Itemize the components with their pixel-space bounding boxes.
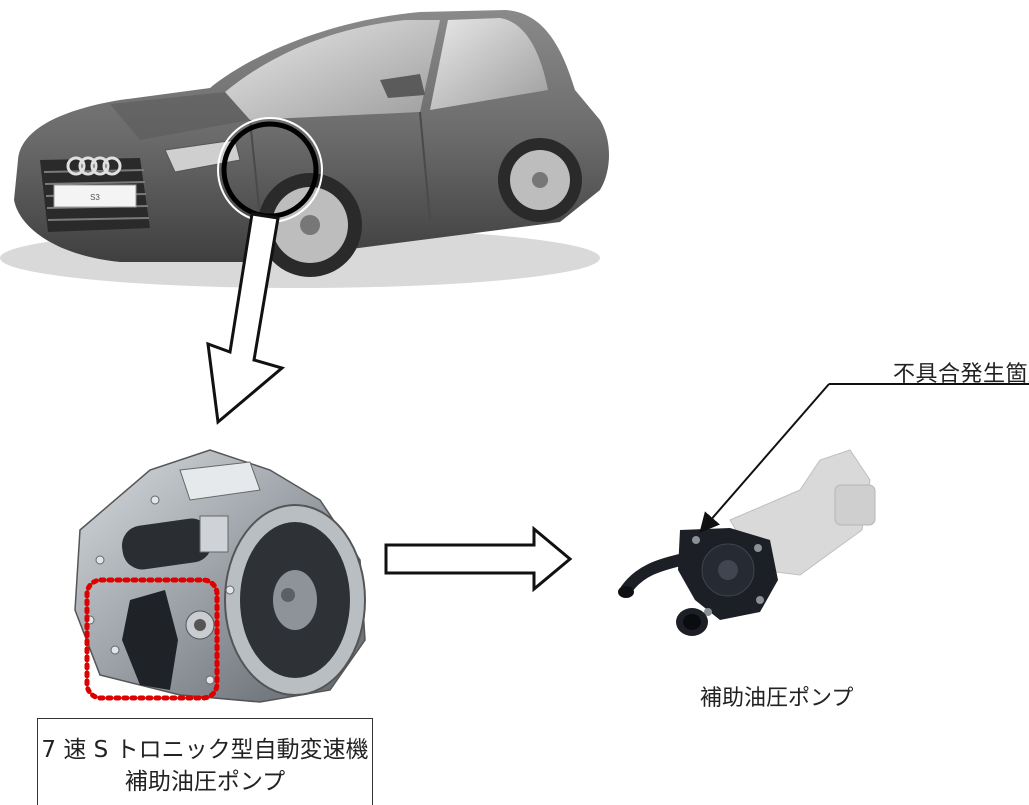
defect-location-label: 不具合発生箇所: [893, 362, 1029, 387]
right-arrow: [384, 525, 573, 593]
caption-line-2: 補助油圧ポンプ: [124, 769, 286, 795]
license-plate: S3: [90, 193, 100, 202]
pump-label: 補助油圧ポンプ: [700, 686, 854, 711]
caption-box: 7 速 S トロニック型自動変速機 補助油圧ポンプ: [37, 718, 373, 805]
pump-image: [618, 449, 876, 636]
transmission-image: [74, 449, 366, 703]
down-arrow: [206, 212, 286, 425]
caption-line-1: 7 速 S トロニック型自動変速機: [41, 737, 369, 763]
car-image: S3: [0, 10, 609, 288]
callout-leader: [699, 383, 1029, 534]
